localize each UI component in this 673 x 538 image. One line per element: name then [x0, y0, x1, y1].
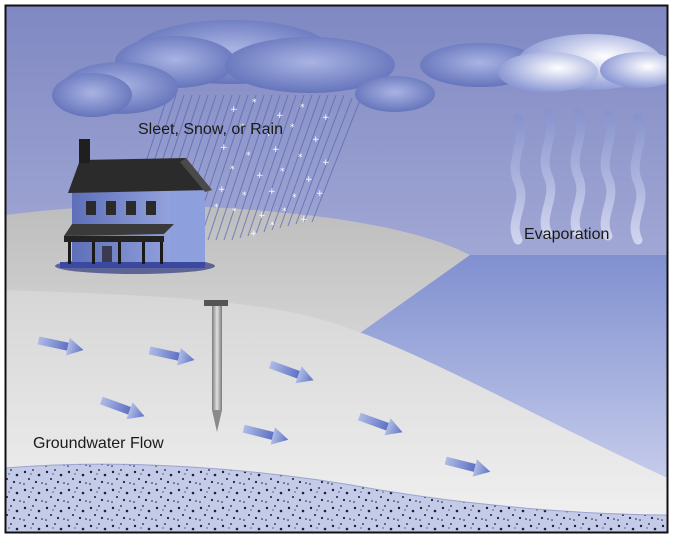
- snowflakes: +*+ *+* +*+ +*+ *+* +*+ +*+ *+* +*+ **+: [214, 98, 330, 239]
- svg-text:*: *: [290, 123, 295, 133]
- evaporation-waves: [510, 107, 646, 245]
- svg-text:*: *: [232, 207, 237, 217]
- svg-text:+: +: [230, 105, 238, 115]
- flow-arrow: [148, 346, 195, 366]
- svg-text:+: +: [312, 135, 320, 145]
- svg-text:+: +: [265, 129, 273, 139]
- svg-text:*: *: [252, 98, 257, 108]
- svg-text:*: *: [298, 153, 303, 163]
- svg-text:+: +: [250, 229, 258, 239]
- svg-text:+: +: [258, 211, 266, 221]
- svg-text:+: +: [268, 187, 276, 197]
- svg-text:+: +: [276, 111, 284, 121]
- svg-text:*: *: [242, 191, 247, 201]
- flow-arrow: [444, 456, 491, 477]
- flow-arrow: [99, 396, 145, 420]
- svg-text:*: *: [282, 207, 287, 217]
- groundwater-flow-label: Groundwater Flow: [33, 435, 164, 452]
- flow-arrow: [268, 360, 314, 384]
- svg-text:+: +: [220, 143, 228, 153]
- svg-text:*: *: [246, 151, 251, 161]
- svg-text:*: *: [230, 165, 235, 175]
- svg-text:*: *: [270, 221, 275, 231]
- precipitation-label: Sleet, Snow, or Rain: [138, 121, 283, 138]
- flow-arrows: [37, 336, 491, 477]
- svg-text:+: +: [300, 215, 308, 225]
- flow-arrow: [37, 336, 84, 356]
- svg-text:+: +: [316, 189, 324, 199]
- svg-text:+: +: [256, 171, 264, 181]
- svg-text:+: +: [322, 158, 330, 168]
- svg-text:*: *: [292, 193, 297, 203]
- svg-text:*: *: [214, 203, 219, 213]
- svg-text:*: *: [240, 123, 245, 133]
- svg-text:*: *: [280, 167, 285, 177]
- svg-text:+: +: [305, 175, 313, 185]
- well-icon: [204, 300, 228, 432]
- svg-text:+: +: [322, 113, 330, 123]
- svg-text:+: +: [272, 145, 280, 155]
- frame-border: [4, 4, 669, 534]
- gravel-layer: [6, 464, 667, 532]
- flow-arrow: [357, 412, 403, 436]
- house-icon: [55, 139, 215, 274]
- svg-text:*: *: [300, 103, 305, 113]
- evaporation-label: Evaporation: [524, 226, 610, 243]
- svg-text:+: +: [218, 185, 226, 195]
- flow-arrow: [242, 424, 289, 445]
- cloud-icon: [52, 20, 667, 117]
